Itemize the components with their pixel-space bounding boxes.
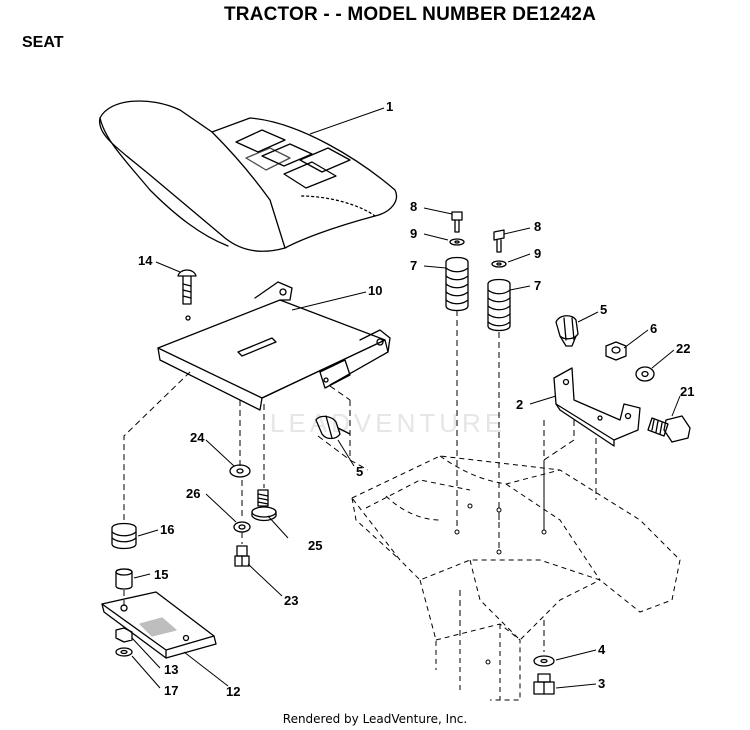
callout-3: 3 <box>598 676 605 691</box>
callout-13: 13 <box>164 662 178 677</box>
part-mounting-plate[interactable] <box>101 591 217 659</box>
assembly-lines <box>123 310 597 652</box>
part-nut[interactable] <box>605 341 627 361</box>
page-title: TRACTOR - - MODEL NUMBER DE1242A <box>223 4 596 25</box>
tractor-frame <box>351 455 681 701</box>
part-seat-bracket[interactable] <box>553 367 641 447</box>
part-clip-upper[interactable] <box>555 315 579 347</box>
callout-16: 16 <box>160 522 174 537</box>
frame-holes <box>454 503 547 665</box>
callout-6: 6 <box>650 321 657 336</box>
part-washer-24[interactable] <box>229 464 251 478</box>
callout-8b: 8 <box>534 219 541 234</box>
part-bolt-25[interactable] <box>251 489 277 522</box>
callout-7a: 7 <box>410 258 417 273</box>
callout-15: 15 <box>154 567 168 582</box>
callout-5b: 5 <box>356 464 363 479</box>
callout-1: 1 <box>386 99 393 114</box>
callout-26: 26 <box>186 486 200 501</box>
part-spring-stack-right[interactable] <box>487 229 511 332</box>
callout-17: 17 <box>164 683 178 698</box>
part-seat[interactable] <box>98 100 398 252</box>
part-bushing[interactable] <box>115 568 133 590</box>
part-bolt-23[interactable] <box>234 545 250 567</box>
callout-7b: 7 <box>534 278 541 293</box>
section-title: SEAT <box>22 34 64 51</box>
callout-10: 10 <box>368 283 382 298</box>
callout-9a: 9 <box>410 226 417 241</box>
callout-22: 22 <box>676 341 690 356</box>
part-washer-4[interactable] <box>533 655 555 667</box>
callout-23: 23 <box>284 593 298 608</box>
part-shoulder-bolt[interactable] <box>647 415 691 443</box>
part-bolt-3[interactable] <box>533 673 555 695</box>
part-spring-16[interactable] <box>111 522 137 550</box>
part-seat-pan[interactable] <box>157 281 391 411</box>
part-carriage-bolt[interactable] <box>177 269 197 305</box>
part-washer-26[interactable] <box>233 521 251 533</box>
callout-14: 14 <box>138 253 153 268</box>
callout-25: 25 <box>308 538 322 553</box>
callout-24: 24 <box>190 430 205 445</box>
callout-12: 12 <box>226 684 240 699</box>
callout-2: 2 <box>516 397 523 412</box>
part-nut-washer[interactable] <box>115 627 133 657</box>
callout-9b: 9 <box>534 246 541 261</box>
part-clip-lower[interactable] <box>315 415 351 440</box>
footer-credit: Rendered by LeadVenture, Inc. <box>282 712 468 726</box>
callout-8a: 8 <box>410 199 417 214</box>
part-spring-stack-left[interactable] <box>445 211 469 312</box>
watermark: LEADVENTURE <box>270 408 507 438</box>
leader-lines <box>131 107 681 689</box>
callout-21: 21 <box>680 384 694 399</box>
callout-4: 4 <box>598 642 606 657</box>
callout-5a: 5 <box>600 302 607 317</box>
part-washer-22[interactable] <box>635 366 655 382</box>
